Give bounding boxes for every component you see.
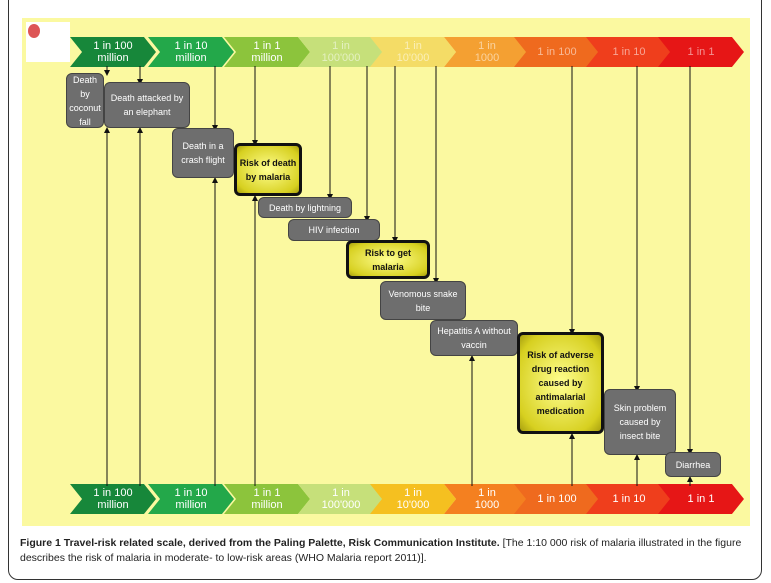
scale-step: 1 in 1 million <box>224 484 310 514</box>
scale-step: 1 in 1 <box>658 37 744 67</box>
scale-step: 1 in 100'000 <box>298 484 384 514</box>
risk-box: Risk of adverse drug reaction caused by … <box>517 332 604 434</box>
scale-step: 1 in 10 <box>586 484 672 514</box>
institution-logo <box>26 22 70 62</box>
risk-box: Venomous snake bite <box>380 281 466 320</box>
scale-step: 1 in 100 <box>514 37 600 67</box>
risk-box: HIV infection <box>288 219 380 241</box>
scale-step: 1 in 10 million <box>148 37 234 67</box>
figure-caption: Figure 1 Travel-risk related scale, deri… <box>20 536 750 566</box>
risk-box: Death in a crash flight <box>172 128 234 178</box>
risk-box: Diarrhea <box>665 452 721 477</box>
scale-step: 1 in 1 <box>658 484 744 514</box>
scale-step: 1 in 100'000 <box>298 37 384 67</box>
scale-step: 1 in 1000 <box>444 484 530 514</box>
scale-step: 1 in 10'000 <box>370 484 456 514</box>
scale-step: 1 in 10'000 <box>370 37 456 67</box>
scale-step: 1 in 10 million <box>148 484 234 514</box>
scale-step: 1 in 100 million <box>70 37 156 67</box>
scale-step: 1 in 100 million <box>70 484 156 514</box>
risk-box: Death attacked by an elephant <box>104 82 190 128</box>
scale-step: 1 in 100 <box>514 484 600 514</box>
risk-box: Death by coconut fall <box>66 73 104 128</box>
caption-title: Figure 1 Travel-risk related scale, deri… <box>20 537 500 549</box>
scale-step: 1 in 1000 <box>444 37 530 67</box>
figure-frame <box>8 0 762 580</box>
scale-step: 1 in 1 million <box>224 37 310 67</box>
risk-box: Risk to get malaria <box>346 240 430 279</box>
scale-step: 1 in 10 <box>586 37 672 67</box>
risk-box: Hepatitis A without vaccin <box>430 320 518 356</box>
caption-text: [The 1:10 000 risk of malaria illustrate… <box>20 537 742 564</box>
risk-box: Skin problem caused by insect bite <box>604 389 676 455</box>
risk-box: Death by lightning <box>258 197 352 218</box>
risk-box: Risk of death by malaria <box>234 143 302 196</box>
